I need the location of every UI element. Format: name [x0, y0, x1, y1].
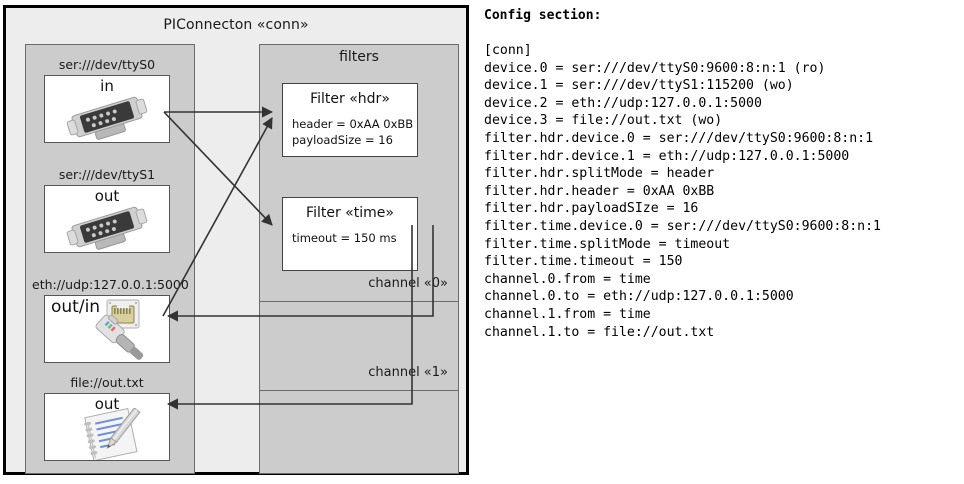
filter-box-hdr[interactable]: Filter «hdr» header = 0xAA 0xBB payloadS…: [282, 83, 418, 157]
device-caption: ser:///dev/ttyS0: [58, 57, 156, 72]
channel-label-0: channel «0»: [368, 276, 448, 291]
serial-port-icon: [61, 204, 153, 252]
filter-properties: timeout = 150 ms: [292, 230, 397, 246]
filter-properties: header = 0xAA 0xBB payloadSize = 16: [292, 116, 413, 148]
device-box[interactable]: out/in: [44, 295, 170, 363]
ethernet-jack-icon: [75, 298, 161, 362]
device-caption: ser:///dev/ttyS1: [58, 167, 156, 182]
device-direction-label: out: [94, 187, 120, 205]
filter-title: Filter «time»: [306, 205, 394, 221]
filter-property: payloadSize = 16: [292, 133, 393, 147]
diagram-title: PIConnecton «conn»: [163, 17, 309, 33]
device-caption: eth://udp:127.0.0.1:5000: [32, 277, 189, 292]
config-text: [conn] device.0 = ser:///dev/ttyS0:9600:…: [484, 43, 881, 340]
device-direction-label: out: [94, 395, 120, 413]
diagram-outer-frame: PIConnecton «conn» ser:///dev/ttyS0 in: [3, 5, 469, 475]
filter-box-time[interactable]: Filter «time» timeout = 150 ms: [282, 197, 418, 271]
device-direction-label: out/in: [51, 297, 101, 317]
filter-title: Filter «hdr»: [310, 91, 390, 107]
serial-port-icon: [61, 94, 153, 142]
filter-property: timeout = 150 ms: [292, 231, 397, 245]
channel-lane-separator-1: [260, 390, 458, 391]
device-box[interactable]: out: [44, 185, 170, 253]
notepad-pencil-icon: [79, 407, 149, 460]
device-direction-label: in: [100, 77, 114, 95]
config-heading: Config section:: [484, 8, 602, 23]
filter-property: header = 0xAA 0xBB: [292, 117, 414, 131]
devices-panel: ser:///dev/ttyS0 in: [25, 44, 195, 474]
filters-panel: filters Filter «hdr» header = 0xAA 0xBB …: [259, 44, 459, 474]
channel-lane-separator-0: [260, 301, 458, 302]
device-box[interactable]: out: [44, 393, 170, 461]
device-box[interactable]: in: [44, 75, 170, 143]
connection-diagram: PIConnecton «conn» ser:///dev/ttyS0 in: [0, 0, 478, 484]
config-section: Config section: [conn] device.0 = ser://…: [482, 0, 964, 484]
device-caption: file://out.txt: [70, 375, 144, 390]
filters-panel-title: filters: [339, 49, 379, 65]
channel-label-1: channel «1»: [368, 365, 448, 380]
